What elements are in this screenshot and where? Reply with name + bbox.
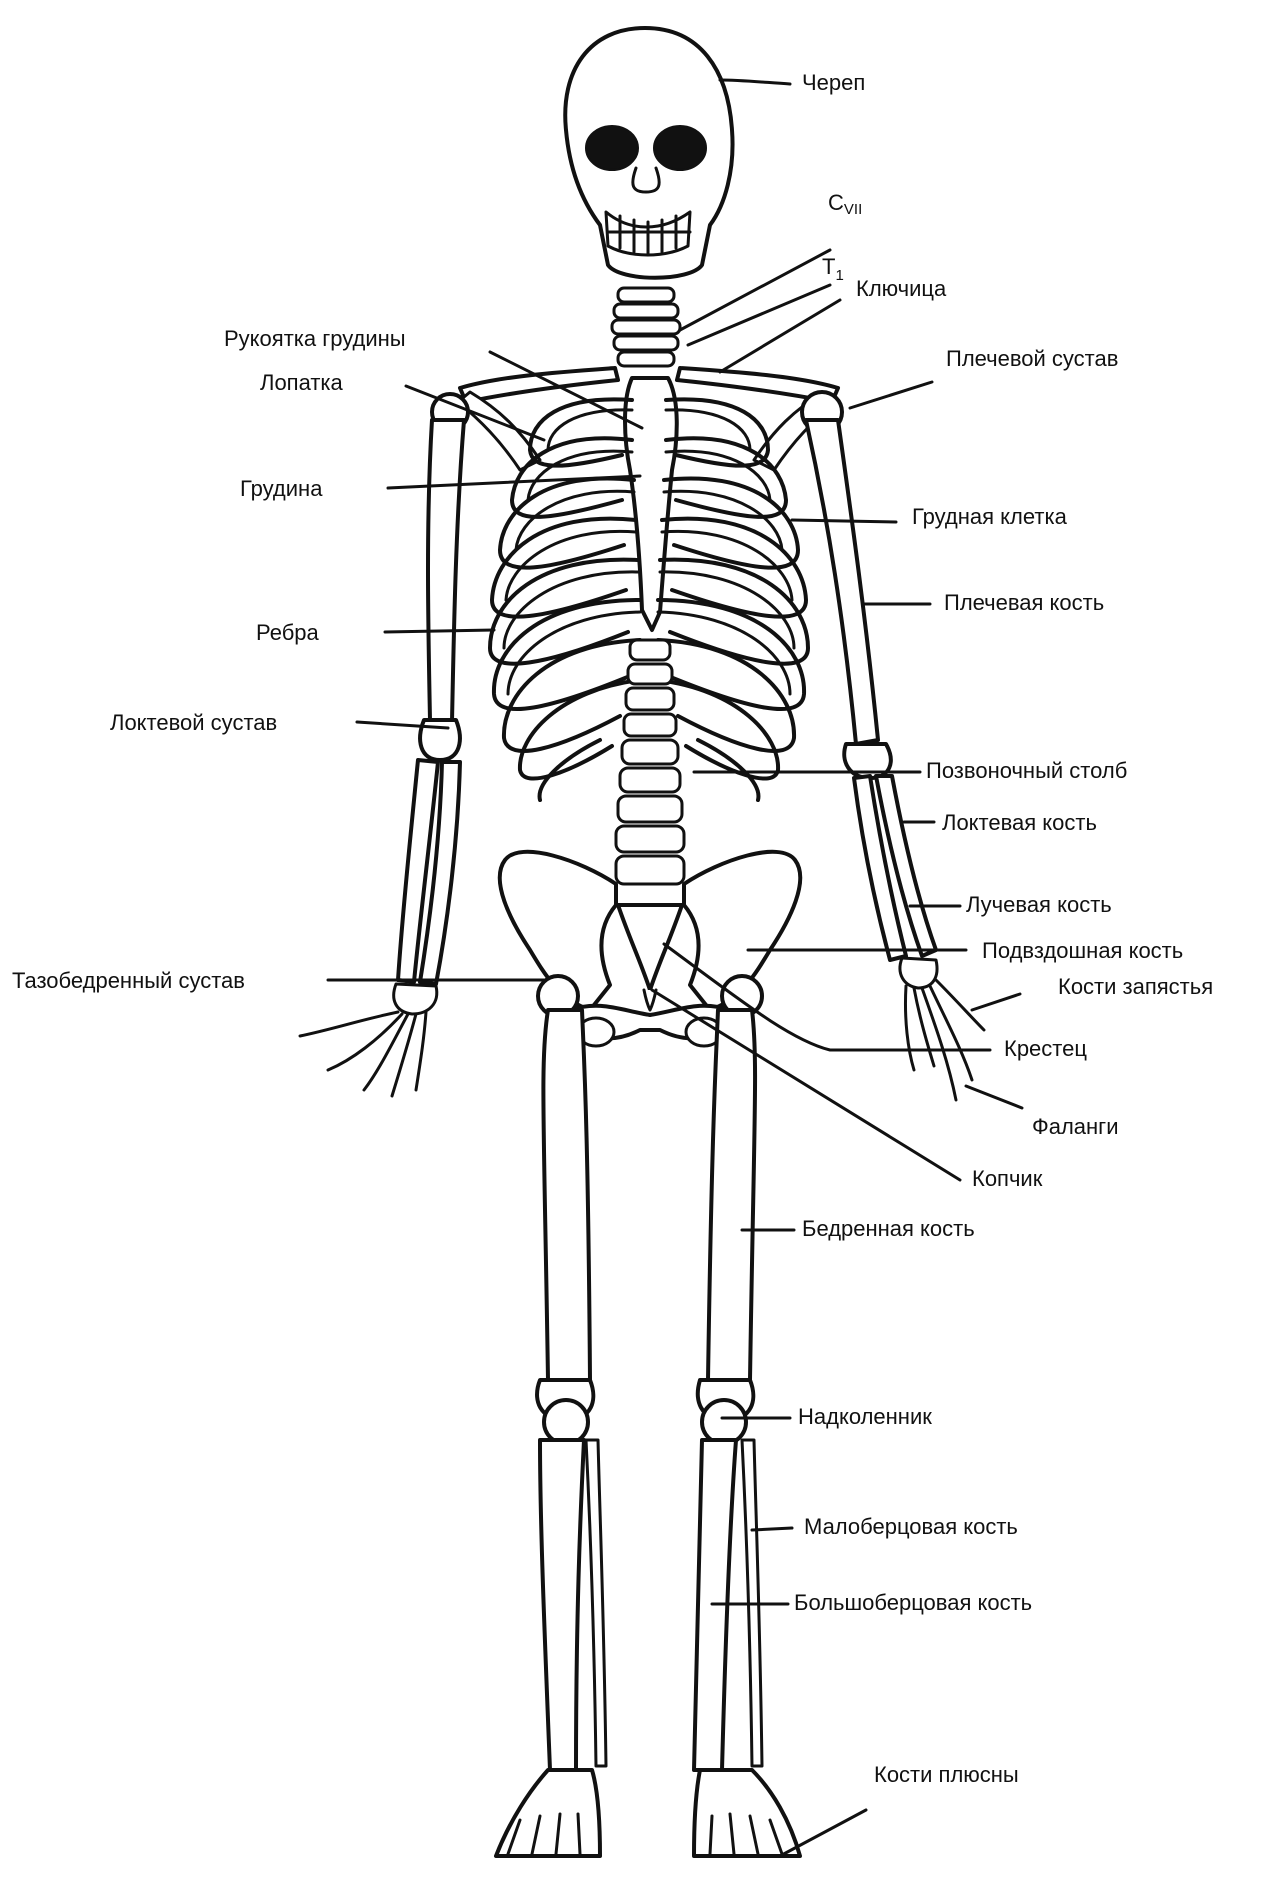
label-t1: T1 <box>822 254 844 284</box>
left-arm-drawing <box>300 394 468 1096</box>
label-skull: Череп <box>802 70 865 95</box>
label-metatarsals: Кости плюсны <box>874 1762 1019 1787</box>
left-fibula <box>586 1440 606 1766</box>
right-eye-socket <box>654 126 706 170</box>
label-humerus: Плечевая кость <box>944 590 1104 615</box>
sacrum-drawing <box>618 905 682 990</box>
label-coccyx: Копчик <box>972 1166 1043 1191</box>
left-eye-socket <box>586 126 638 170</box>
label-shoulder-joint: Плечевой сустав <box>946 346 1118 371</box>
left-patella <box>544 1400 588 1444</box>
label-elbow-joint: Локтевой сустав <box>110 710 277 735</box>
label-rib-cage: Грудная клетка <box>912 504 1068 529</box>
label-sternum: Грудина <box>240 476 323 501</box>
right-patella <box>702 1400 746 1444</box>
right-humerus <box>806 420 878 744</box>
label-scapula: Лопатка <box>260 370 344 395</box>
label-cvii: CVII <box>828 190 862 218</box>
label-patella: Надколенник <box>798 1404 932 1429</box>
cervical-vertebrae <box>612 288 680 366</box>
right-arm-drawing <box>802 392 984 1100</box>
right-carpals <box>900 958 937 988</box>
label-hip-joint: Тазобедренный сустав <box>12 968 245 993</box>
left-scapula <box>458 392 540 470</box>
skull-drawing <box>565 28 732 278</box>
label-manubrium: Рукоятка грудины <box>224 326 406 351</box>
label-ilium: Подвздошная кость <box>982 938 1183 963</box>
left-humerus <box>428 420 464 722</box>
right-leg-drawing <box>694 976 800 1856</box>
label-radius: Лучевая кость <box>966 892 1112 917</box>
left-clavicle <box>460 368 618 402</box>
label-tibia: Большоберцовая кость <box>794 1590 1032 1615</box>
label-femur: Бедренная кость <box>802 1216 975 1241</box>
label-phalanges: Фаланги <box>1032 1114 1119 1139</box>
label-clavicle: Ключица <box>856 276 947 301</box>
right-femur <box>708 1010 755 1380</box>
left-tibia <box>540 1440 584 1770</box>
left-carpals <box>394 984 437 1014</box>
nasal-cavity <box>633 168 659 192</box>
left-femur <box>543 1010 590 1380</box>
label-spine: Позвоночный столб <box>926 758 1127 783</box>
label-carpals: Кости запястья <box>1058 974 1213 999</box>
label-sacrum: Крестец <box>1004 1036 1087 1061</box>
label-fibula: Малоберцовая кость <box>804 1514 1018 1539</box>
left-leg-drawing <box>496 976 606 1856</box>
label-ulna: Локтевая кость <box>942 810 1097 835</box>
sternum-drawing <box>625 378 677 630</box>
label-ribs: Ребра <box>256 620 320 645</box>
